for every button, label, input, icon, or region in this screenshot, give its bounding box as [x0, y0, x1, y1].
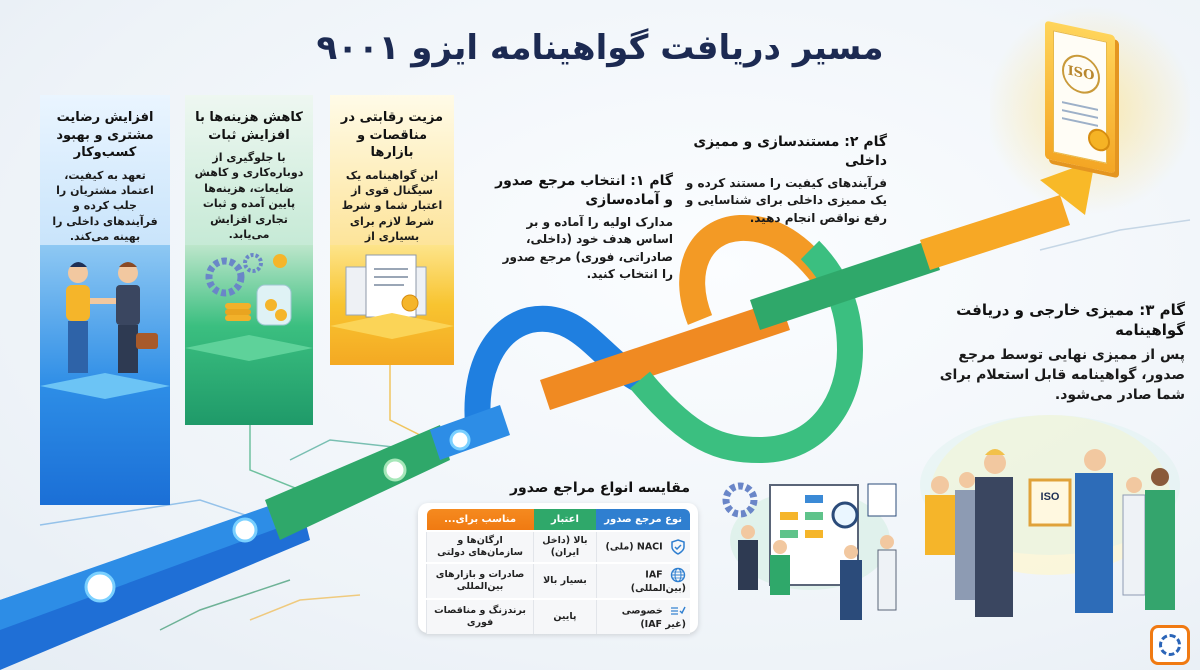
road-node — [232, 517, 258, 543]
pillar-text: با جلوگیری از دوباره‌کاری و کاهش ضایعات،… — [194, 151, 304, 242]
iso-certificate-icon — [1028, 478, 1072, 527]
circuit-line — [1039, 219, 1191, 251]
road-segment-yellow — [920, 195, 1070, 270]
road-segment-blue-mid — [430, 405, 510, 460]
globe-icon — [670, 567, 686, 582]
pillar-text: تعهد به کیفیت، اعتماد مشتریان را جلب کرد… — [52, 168, 158, 244]
gear-icon — [1159, 634, 1181, 656]
iso-certificate-icon: ISO — [1045, 20, 1115, 174]
road-segment-green — [265, 425, 450, 540]
road-node — [84, 571, 116, 603]
suitable-cell: صادرات و بازارهای بین‌المللی — [425, 561, 534, 599]
road-segment-green-2 — [750, 240, 940, 330]
road-node — [449, 429, 471, 451]
table-row: IAF (بین‌المللی) بسیار بالا صادرات و باز… — [425, 561, 690, 599]
shield-check-icon — [671, 539, 685, 555]
step-heading: گام ۳: ممیزی خارجی و دریافت گواهینامه — [956, 301, 1185, 340]
checklist-icon — [867, 483, 897, 517]
step-heading: گام ۲: مستندسازی و ممیزی داخلی — [693, 134, 887, 169]
arrow-head-icon — [1040, 160, 1095, 215]
comparison-table: نوع مرجع صدور اعتبار مناسب برای... NACI … — [418, 503, 698, 634]
header-type: نوع مرجع صدور — [596, 509, 690, 531]
road-loop-blue — [464, 305, 647, 443]
handshake-icon — [66, 262, 158, 373]
coins-jar-icon — [205, 253, 292, 326]
pillar-heading: کاهش هزینه‌ها با افزایش ثبات — [195, 110, 303, 143]
road-segment-orange — [540, 300, 790, 410]
type-cell: خصوصی (غیر IAF) — [621, 605, 686, 630]
table-row: NACI (ملی) بالا (داخل ایران) ارگان‌ها و … — [425, 530, 690, 563]
suitable-cell: ارگان‌ها و سازمان‌های دولتی — [425, 530, 534, 563]
road-node — [383, 458, 407, 482]
comparison-title: مقایسه انواع مراجع صدور — [509, 480, 690, 496]
certificate-handover-illustration: ISO — [920, 415, 1180, 617]
table-row: خصوصی (غیر IAF) پایین برندزنگ و مناقصات … — [425, 597, 690, 634]
step-1: گام ۱: انتخاب مرجع صدور و آماده‌سازی مدا… — [488, 172, 673, 283]
header-suitable: مناسب برای... — [426, 509, 534, 531]
step-text: مدارک اولیه را آماده و بر اساس هدف خود (… — [502, 214, 673, 281]
step-text: پس از ممیزی نهایی توسط مرجع صدور، گواهین… — [939, 346, 1185, 404]
circuit-line — [159, 579, 291, 631]
checklist-icon — [671, 606, 686, 615]
benefit-pillar-customer-satisfaction: افزایش رضایت مشتری و بهبود کسب‌وکار تعهد… — [40, 95, 170, 505]
step-heading: گام ۱: انتخاب مرجع صدور و آماده‌سازی — [495, 173, 673, 208]
step-3: گام ۳: ممیزی خارجی و دریافت گواهینامه پس… — [930, 300, 1185, 405]
validity-cell: بسیار بالا — [533, 561, 597, 599]
team-audit-illustration — [722, 482, 897, 620]
brand-logo — [1150, 625, 1190, 665]
type-cell: IAF (بین‌المللی) — [630, 569, 686, 594]
benefit-pillar-cost-reduction: کاهش هزینه‌ها با افزایش ثبات با جلوگیری … — [185, 95, 313, 425]
suitable-cell: برندزنگ و مناقصات فوری — [425, 597, 534, 634]
validity-cell: بالا (داخل ایران) — [533, 530, 597, 563]
circuit-line — [249, 594, 361, 621]
page-title: مسیر دریافت گواهینامه ایزو ۹۰۰۱ — [316, 28, 884, 68]
gear-icon — [722, 482, 758, 518]
iso-seal-label: ISO — [1062, 51, 1100, 98]
type-cell: NACI (ملی) — [605, 541, 663, 553]
ceremony-cert-label: ISO — [1041, 491, 1060, 503]
validity-cell: پایین — [533, 597, 597, 634]
step-text: فرآیندهای کیفیت را مستند کرده و یک ممیزی… — [685, 175, 887, 225]
pillar-heading: مزیت رقابتی در مناقصات و بازارها — [340, 110, 444, 161]
ribbon-seal-icon — [1088, 126, 1110, 154]
benefit-pillar-competitive-advantage: مزیت رقابتی در مناقصات و بازارها این گوا… — [330, 95, 454, 365]
step-2: گام ۲: مستندسازی و ممیزی داخلی فرآیندهای… — [672, 133, 887, 227]
header-validity: اعتبار — [533, 509, 597, 531]
road-segment-blue-top — [0, 495, 300, 630]
magnifier-icon — [831, 501, 859, 529]
pillar-heading: افزایش رضایت مشتری و بهبود کسب‌وکار — [56, 110, 154, 161]
